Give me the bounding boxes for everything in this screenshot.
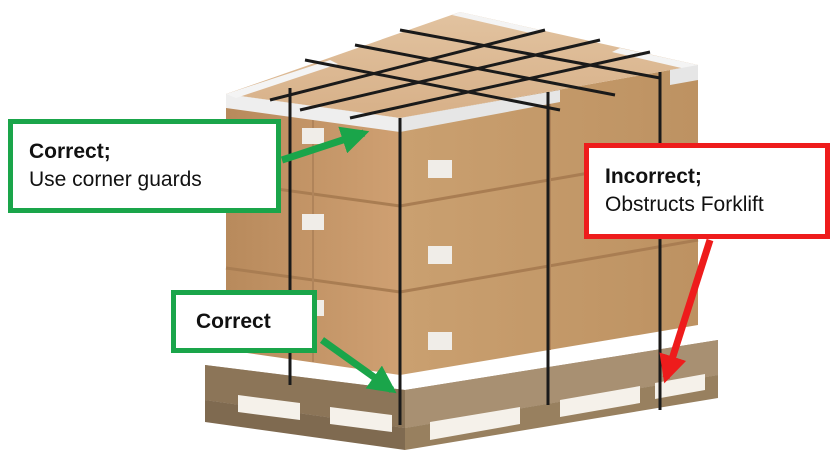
callout-correct: Correct <box>171 290 317 353</box>
pallet <box>205 340 718 450</box>
corner-guards <box>226 12 698 132</box>
callout-incorrect: Incorrect; Obstructs Forklift <box>584 143 830 239</box>
callout-guards-body: Use corner guards <box>29 168 202 191</box>
callout-incorrect-body: Obstructs Forklift <box>605 193 764 216</box>
callout-incorrect-title: Incorrect; <box>605 165 702 188</box>
arrow-correct <box>319 337 397 394</box>
callout-use-corner-guards: Correct; Use corner guards <box>8 119 281 213</box>
callout-guards-title: Correct; <box>29 140 111 163</box>
arrow-corner-guard <box>280 126 370 164</box>
callout-correct-title: Correct <box>196 309 271 333</box>
arrow-incorrect <box>659 238 714 384</box>
